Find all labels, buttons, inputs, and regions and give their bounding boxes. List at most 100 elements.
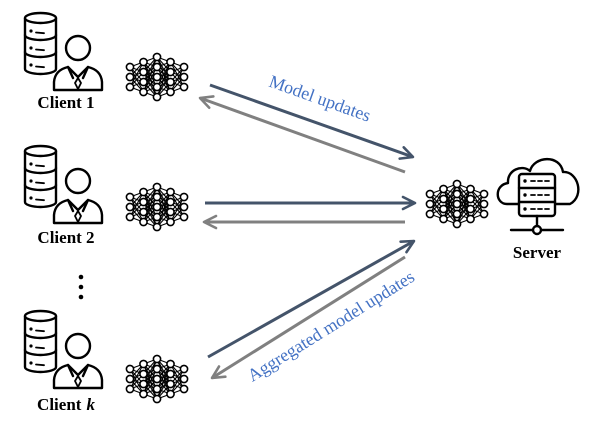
nn-node (166, 67, 175, 77)
nn-link (429, 188, 444, 215)
nn-node (139, 57, 148, 67)
nn-link (456, 188, 472, 225)
nn-node (152, 52, 162, 62)
nn-node (139, 87, 148, 97)
nn-node (166, 197, 175, 207)
nn-node (125, 192, 135, 202)
nn-link (143, 66, 158, 93)
nn-link (442, 183, 458, 220)
nn-node (479, 209, 489, 219)
nn-node (425, 199, 435, 209)
nn-link (143, 56, 158, 83)
nn-node (439, 204, 448, 214)
nn-link (456, 188, 471, 215)
download-arrow-client-1 (198, 95, 406, 174)
nn-node (179, 384, 189, 394)
nn-node (179, 82, 189, 92)
person-icon (52, 332, 104, 390)
nn-node (152, 222, 162, 232)
nn-link (456, 198, 471, 225)
nn-link (156, 71, 171, 98)
nn-node (139, 67, 148, 77)
nn-node (125, 72, 135, 82)
nn-link (156, 61, 171, 88)
nn-node (152, 354, 162, 364)
model-updates-label: Model updates (267, 71, 374, 126)
nn-node (152, 384, 162, 394)
nn-link (156, 191, 171, 218)
nn-node (166, 187, 175, 197)
nn-link (170, 368, 185, 395)
client-1: Client 1 (23, 11, 189, 112)
nn-link (156, 191, 172, 228)
vertical-ellipsis-icon (78, 274, 84, 300)
client-label-index: k (86, 395, 95, 414)
nn-node (166, 77, 175, 87)
nn-node (152, 62, 162, 72)
nn-link (142, 186, 158, 223)
nn-node (466, 194, 475, 204)
client-label-prefix: Client (37, 395, 82, 414)
nn-node (452, 209, 462, 219)
upload-arrow-client-1 (209, 83, 415, 160)
nn-node (179, 62, 189, 72)
nn-link (156, 61, 172, 98)
nn-node (152, 82, 162, 92)
upload-arrow-client-k (207, 239, 416, 359)
server: Server (425, 157, 580, 262)
nn-node (166, 207, 175, 217)
nn-link (129, 61, 144, 88)
nn-node (166, 57, 175, 67)
database-icon (23, 144, 58, 209)
nn-node (452, 179, 462, 189)
neural-network-icon (125, 354, 189, 404)
nn-node (139, 207, 148, 217)
nn-node (152, 394, 162, 404)
nn-node (139, 187, 148, 197)
nn-link (129, 363, 144, 390)
nn-node (139, 77, 148, 87)
nn-link (156, 363, 171, 390)
nn-node (152, 72, 162, 82)
database-icon (23, 309, 58, 374)
nn-node (139, 379, 148, 389)
nn-node (125, 212, 135, 222)
nn-node (166, 87, 175, 97)
nn-link (443, 183, 458, 210)
nn-link (170, 196, 185, 223)
person-icon (52, 167, 104, 225)
nn-node (152, 192, 162, 202)
nn-node (152, 212, 162, 222)
nn-node (152, 364, 162, 374)
nn-link (142, 56, 158, 93)
nn-node (179, 72, 189, 82)
nn-node (125, 82, 135, 92)
neural-network-icon (425, 179, 489, 229)
nn-node (139, 389, 148, 399)
nn-link (143, 358, 158, 385)
nn-node (439, 214, 448, 224)
nn-node (466, 184, 475, 194)
nn-node (166, 217, 175, 227)
nn-node (452, 189, 462, 199)
client-label: Client 2 (37, 228, 94, 247)
nn-node (179, 192, 189, 202)
nn-node (439, 194, 448, 204)
nn-link (143, 186, 158, 213)
nn-node (166, 389, 175, 399)
nn-node (452, 199, 462, 209)
aggregated-updates-label: Aggregated model updates (244, 266, 418, 385)
nn-node (439, 184, 448, 194)
nn-node (139, 369, 148, 379)
person-icon (52, 34, 104, 92)
nn-node (466, 214, 475, 224)
nn-node (139, 197, 148, 207)
nn-node (479, 189, 489, 199)
nn-node (452, 219, 462, 229)
server-label: Server (513, 243, 562, 262)
nn-node (139, 359, 148, 369)
nn-node (179, 212, 189, 222)
nn-node (139, 217, 148, 227)
